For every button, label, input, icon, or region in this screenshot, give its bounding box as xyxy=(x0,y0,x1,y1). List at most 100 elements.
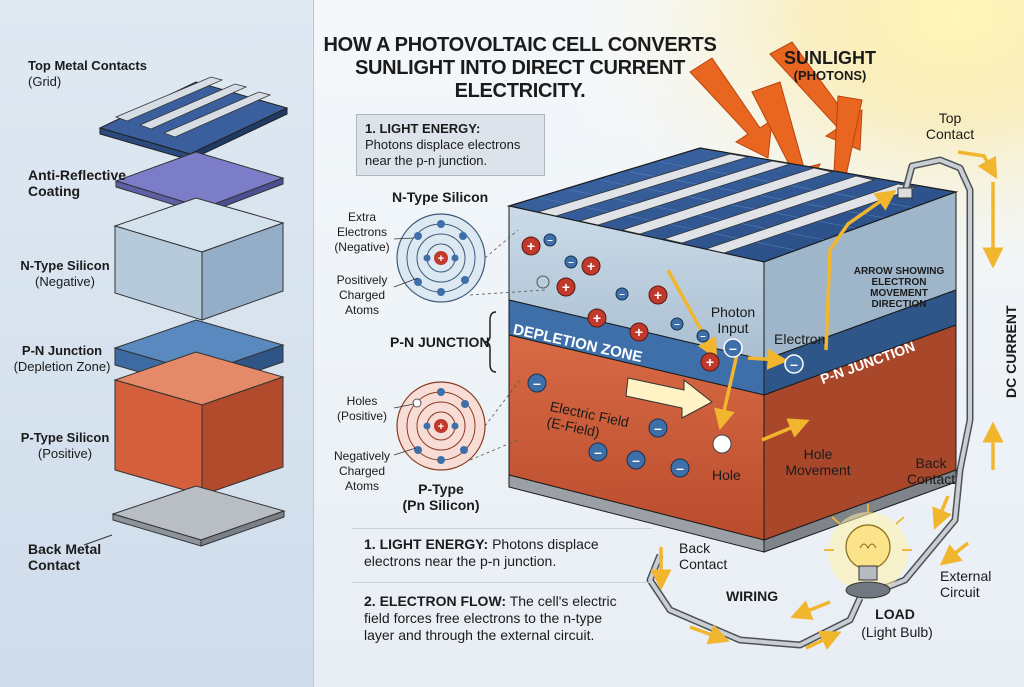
positive-charges: + + + + + + + xyxy=(521,236,720,372)
svg-text:+: + xyxy=(635,324,643,340)
label-pn-junction-layer: P-N Junction (Depletion Zone) xyxy=(10,343,114,375)
external-circuit-wire xyxy=(646,156,974,649)
step2-text: 2. ELECTRON FLOW: The cell's electric fi… xyxy=(364,593,654,644)
top-contact-label: Top Contact xyxy=(918,110,982,142)
electron-label: Electron xyxy=(774,331,826,347)
label-back-metal-sub: Contact xyxy=(28,557,81,573)
n-type-atom-title: N-Type Silicon xyxy=(392,189,489,205)
load-label: LOAD xyxy=(875,606,915,622)
p-type-charged-line1: Negatively xyxy=(333,449,391,463)
hole-movement-label: Hole Movement xyxy=(778,446,858,478)
label-back-metal: Back Metal Contact xyxy=(28,541,138,573)
title-line-2: SUNLIGHT INTO DIRECT CURRENT ELECTRICITY… xyxy=(354,57,686,102)
label-p-type-name: P-Type Silicon xyxy=(20,430,110,445)
light-energy-box-top: 1. LIGHT ENERGY: Photons displace electr… xyxy=(356,114,545,176)
step1-text-a: Photons displace xyxy=(488,536,599,552)
svg-text:–: – xyxy=(700,331,706,342)
external-circuit-line1: External xyxy=(940,568,992,584)
top-contact-terminal xyxy=(897,187,913,199)
p-type-title-line2: (Pn Silicon) xyxy=(402,497,480,513)
step2-text-b: field forces free electrons to the n-typ… xyxy=(364,610,603,626)
p-type-charged-line2: Charged xyxy=(338,464,386,478)
p-type-title-line1: P-Type xyxy=(418,481,464,497)
hole-movement-line2: Movement xyxy=(785,462,851,478)
back-contact-right-line1: Back xyxy=(915,455,947,471)
arrow-note-line1: ARROW SHOWING xyxy=(853,266,945,277)
light-energy-top-line1: Photons displace electrons xyxy=(365,137,521,152)
light-energy-top-heading: 1. LIGHT ENERGY: xyxy=(365,121,481,136)
arrow-note-line2: ELECTRON xyxy=(871,277,927,288)
cell-metal-fingers xyxy=(536,153,918,254)
label-n-type: N-Type Silicon (Negative) xyxy=(10,258,120,290)
dc-current-label: DC CURRENT xyxy=(1003,305,1019,398)
sunlight-label-line1: SUNLIGHT xyxy=(784,48,876,68)
label-pn-junction-layer-sub: (Depletion Zone) xyxy=(13,359,111,374)
n-type-charged-line1: Positively xyxy=(336,273,388,287)
svg-text:–: – xyxy=(676,460,684,476)
current-arrows xyxy=(650,150,1004,650)
title-line-1: HOW A PHOTOVOLTAIC CELL CONVERTS xyxy=(323,34,717,56)
n-type-extra-line3: (Negative) xyxy=(334,240,390,254)
label-anti-reflective: Anti-Reflective Coating xyxy=(28,167,148,199)
sunlight-label: SUNLIGHT (PHOTONS) xyxy=(770,48,890,84)
back-contact-right-line2: Contact xyxy=(906,471,956,487)
photon-input-line2: Input xyxy=(717,320,749,336)
photon-input-line1: Photon xyxy=(710,304,756,320)
svg-text:+: + xyxy=(587,258,595,274)
back-contact-left-line1: Back xyxy=(679,540,711,556)
svg-text:+: + xyxy=(438,421,444,433)
label-p-type: P-Type Silicon (Positive) xyxy=(10,430,120,462)
label-n-type-sub: (Negative) xyxy=(35,274,95,289)
n-type-charged-line3: Atoms xyxy=(344,303,379,317)
back-contact-left-line2: Contact xyxy=(679,556,728,572)
arrow-note-line3: MOVEMENT xyxy=(870,288,928,299)
label-pn-junction-layer-name: P-N Junction xyxy=(21,343,103,358)
n-type-atom-diagram: + xyxy=(396,213,486,303)
light-bulb-icon xyxy=(824,504,912,599)
electron-photon-input: – xyxy=(723,338,743,358)
p-type-holes-line2: (Positive) xyxy=(336,409,387,423)
step1-heading: 1. LIGHT ENERGY: xyxy=(364,536,489,552)
label-p-type-sub: (Positive) xyxy=(37,446,93,461)
svg-text:–: – xyxy=(632,452,640,468)
layer-top-metal-contacts xyxy=(98,76,289,161)
svg-text:+: + xyxy=(438,253,444,265)
svg-text:–: – xyxy=(729,340,737,356)
back-contact-left-label: Back Contact xyxy=(679,540,741,572)
p-type-charged-line3: Atoms xyxy=(344,479,379,493)
p-type-atom-title: P-Type (Pn Silicon) xyxy=(392,481,490,513)
hole-movement-arrow xyxy=(761,418,810,442)
label-top-metal-contacts-name: Top Metal Contacts xyxy=(28,58,147,73)
n-type-zoom-ring xyxy=(536,275,550,289)
photon-input-label: Photon Input xyxy=(702,304,764,336)
p-type-atom-diagram: + xyxy=(396,381,486,471)
electron-moving: – xyxy=(784,354,804,374)
arrow-note-line4: DIRECTION xyxy=(871,299,927,310)
pn-junction-callout: P-N JUNCTION xyxy=(390,334,490,350)
arrow-direction-note: ARROW SHOWING ELECTRON MOVEMENT DIRECTIO… xyxy=(852,266,946,310)
diagram-title: HOW A PHOTOVOLTAIC CELL CONVERTS SUNLIGH… xyxy=(300,34,740,103)
layer-back-metal xyxy=(111,485,286,547)
step2-text-c: layer and through the external circuit. xyxy=(364,627,595,643)
hole-movement-line1: Hole xyxy=(803,446,833,462)
external-circuit-label: External Circuit xyxy=(940,568,1010,600)
svg-text:+: + xyxy=(562,279,570,295)
n-type-extra-electrons-label: Extra Electrons (Negative) xyxy=(322,210,402,255)
svg-text:–: – xyxy=(654,420,662,436)
label-top-metal-contacts: Top Metal Contacts (Grid) xyxy=(28,58,168,90)
step-divider-top xyxy=(352,528,652,529)
svg-text:–: – xyxy=(568,257,574,268)
label-n-type-name: N-Type Silicon xyxy=(20,258,110,273)
n-type-extra-line2: Electrons xyxy=(336,225,388,239)
negative-charges: – – – – – xyxy=(527,373,690,478)
back-contact-right-label: Back Contact xyxy=(900,455,962,487)
label-anti-reflective-sub: Coating xyxy=(28,183,81,199)
layer-p-type xyxy=(113,351,285,496)
hole-label: Hole xyxy=(712,467,741,483)
top-contact-line1: Top xyxy=(938,110,962,126)
svg-text:–: – xyxy=(547,235,553,246)
svg-text:+: + xyxy=(706,354,714,370)
hole-marker xyxy=(712,434,732,454)
